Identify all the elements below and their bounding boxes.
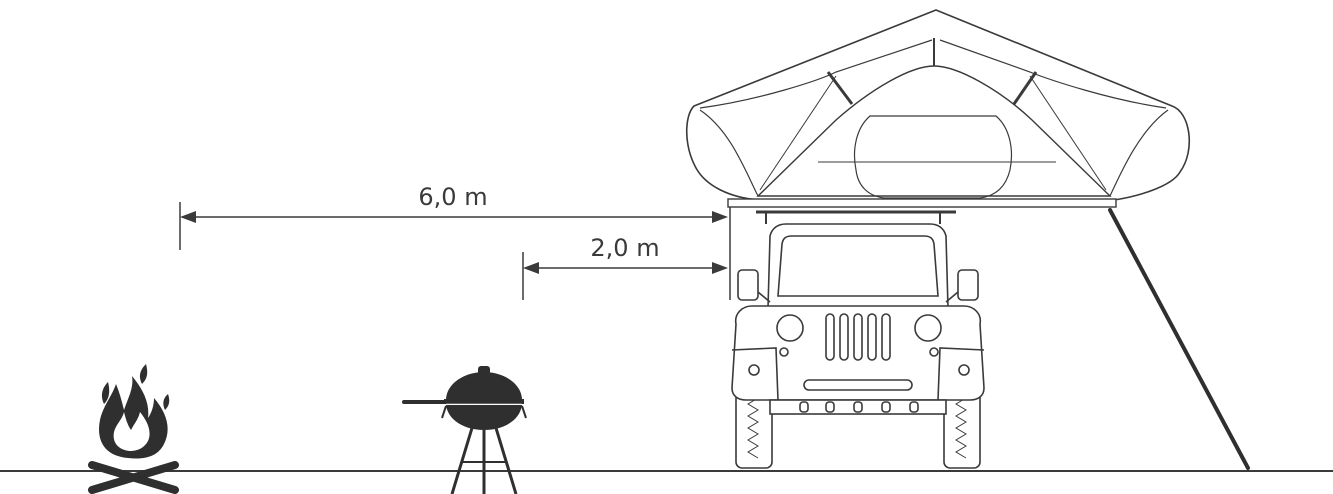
jeep-tow-point-3 xyxy=(853,401,863,413)
jeep-mirror-left xyxy=(737,269,759,301)
jeep-grille-slot-2 xyxy=(839,313,849,361)
tent-pole-left xyxy=(826,71,854,105)
jeep-headlight-right xyxy=(914,314,942,342)
tent-pole-right xyxy=(1012,71,1038,105)
jeep-indicator-left xyxy=(779,347,789,357)
campfire-log-2 xyxy=(88,461,179,494)
jeep-tow-point-5 xyxy=(909,401,919,413)
jeep-indicator-right xyxy=(929,347,939,357)
campfire-spark-top xyxy=(139,364,148,384)
tent-canopy xyxy=(685,9,1191,201)
jeep-tow-point-4 xyxy=(881,401,891,413)
dimension-2m-arrow-left xyxy=(523,262,539,274)
jeep-tow-point-2 xyxy=(825,401,835,413)
dimension-6m-label: 6,0 m xyxy=(418,183,487,211)
dimension-6m-arrow-right xyxy=(712,211,728,223)
jeep-mirror-arm-right xyxy=(945,291,959,303)
jeep-foglight-left xyxy=(748,364,760,376)
grill-rim xyxy=(444,399,524,404)
tent-flap-left xyxy=(699,109,759,197)
jeep-grille-slot-1 xyxy=(825,313,835,361)
tent-roof-left xyxy=(699,39,933,109)
tent-body xyxy=(756,65,1112,197)
tent-strut-left xyxy=(759,75,837,191)
tent-flap-right xyxy=(1109,109,1169,197)
tent-base xyxy=(727,198,1117,208)
jeep-mirror-arm-left xyxy=(757,291,771,303)
jeep-tow-point-1 xyxy=(799,401,809,413)
jeep-windshield xyxy=(777,235,939,297)
dimension-2m-arrow-right xyxy=(712,262,728,274)
jeep-headlight-left xyxy=(776,314,804,342)
campfire-flame-inner xyxy=(113,412,150,451)
tent-ladder xyxy=(1108,208,1250,470)
dimension-6m-arrow-left xyxy=(180,211,196,223)
tent-window xyxy=(853,115,1013,199)
grill-lid xyxy=(446,372,522,400)
jeep-fender-right xyxy=(937,347,985,401)
jeep-grille-slot-5 xyxy=(881,313,891,361)
campfire-spark-right xyxy=(163,394,170,410)
dimension-2m-label: 2,0 m xyxy=(590,234,659,262)
jeep-grille-slot-4 xyxy=(867,313,877,361)
jeep-light-bar xyxy=(803,379,913,391)
jeep-icon xyxy=(731,223,985,469)
grill-bowl xyxy=(446,405,522,430)
jeep-grille-slot-3 xyxy=(853,313,863,361)
campfire-spark-left xyxy=(101,382,110,404)
jeep-foglight-right xyxy=(958,364,970,376)
grill-icon xyxy=(402,366,527,494)
grill-hook-left xyxy=(441,405,447,419)
dimension-2m: 2,0 m xyxy=(522,234,728,300)
jeep-mirror-right xyxy=(957,269,979,301)
tent-strut-right xyxy=(1029,75,1107,191)
dimension-6m: 6,0 m xyxy=(179,183,728,250)
rooftop-tent-icon xyxy=(685,9,1191,224)
tent-roof-right xyxy=(939,39,1167,109)
grill-hook-right xyxy=(521,405,527,419)
campfire-icon xyxy=(88,364,179,494)
jeep-fender-left xyxy=(731,347,779,401)
